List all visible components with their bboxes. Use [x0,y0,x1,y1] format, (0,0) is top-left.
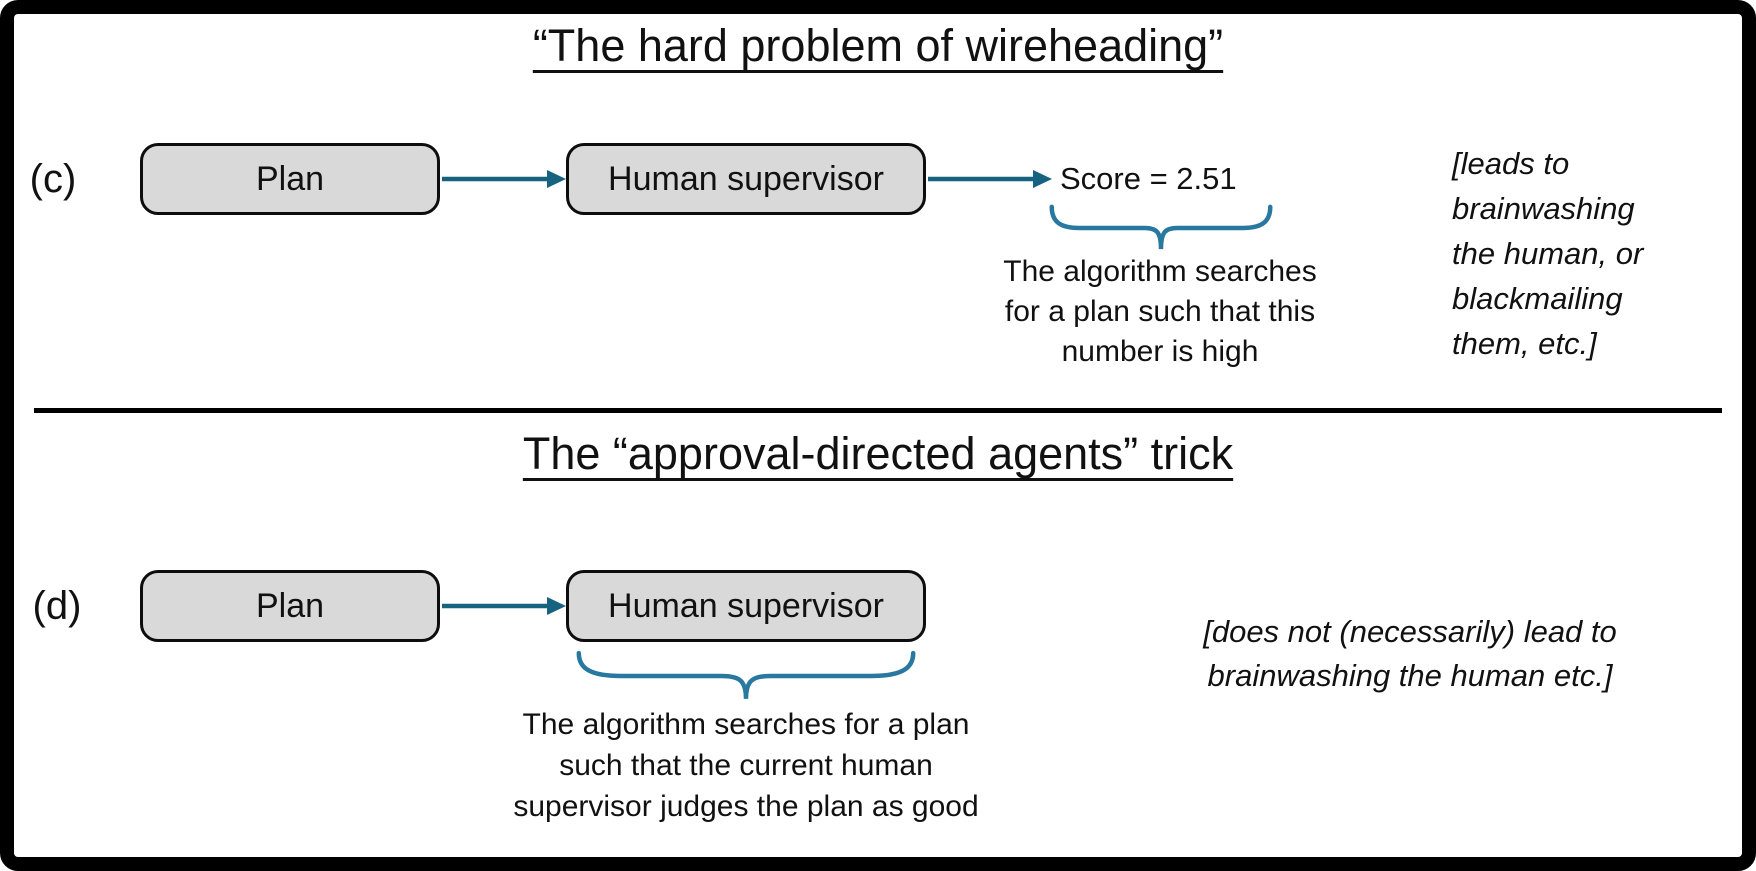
brace-caption-d-line: such that the current human [559,749,933,782]
side-note-d: [does not (necessarily) lead to brainwas… [1140,610,1680,698]
side-note-c-line: blackmailing [1452,281,1623,316]
arrow-supervisor-to-score-c [928,170,1052,188]
panel-label-d: (d) [32,583,82,628]
supervisor-node-c-label: Human supervisor [608,159,884,198]
plan-node-d: Plan [140,570,440,642]
brace-caption-c-line: The algorithm searches [1003,255,1317,288]
side-note-d-line: brainwashing the human etc.] [1207,658,1613,693]
side-note-c-line: the human, or [1452,236,1644,271]
score-text: Score = 2.51 [1060,161,1237,196]
side-note-c-line: brainwashing [1452,191,1635,226]
arrow-plan-to-supervisor-d [442,597,566,615]
brace-caption-c-line: for a plan such that this [1004,295,1316,328]
supervisor-node-c: Human supervisor [566,143,926,215]
side-note-c-line: them, etc.] [1452,326,1597,361]
bottom-panel-title: The “approval-directed agents” trick [522,428,1234,479]
panel-label-c: (c) [29,156,77,201]
side-note-c-line: [leads to [1452,146,1570,181]
top-panel-title: “The hard problem of wireheading” [532,20,1224,71]
brace-caption-d-line: supervisor judges the plan as good [513,790,979,823]
plan-node-d-label: Plan [255,586,325,625]
section-divider [34,408,1722,413]
brace-caption-c-line: number is high [1061,335,1259,368]
brace-caption-c: The algorithm searches for a plan such t… [930,252,1390,372]
plan-node-c: Plan [140,143,440,215]
underbrace-supervisor-d [570,650,922,702]
plan-node-c-label: Plan [255,159,325,198]
side-note-d-line: [does not (necessarily) lead to [1203,614,1617,649]
supervisor-node-d-label: Human supervisor [608,586,884,625]
side-note-c: [leads to brainwashing the human, or bla… [1452,141,1712,366]
supervisor-node-d: Human supervisor [566,570,926,642]
brace-caption-d: The algorithm searches for a plan such t… [416,704,1076,827]
brace-caption-d-line: The algorithm searches for a plan [522,708,970,741]
underbrace-score-c [1046,204,1276,252]
arrow-plan-to-supervisor-c [442,170,566,188]
